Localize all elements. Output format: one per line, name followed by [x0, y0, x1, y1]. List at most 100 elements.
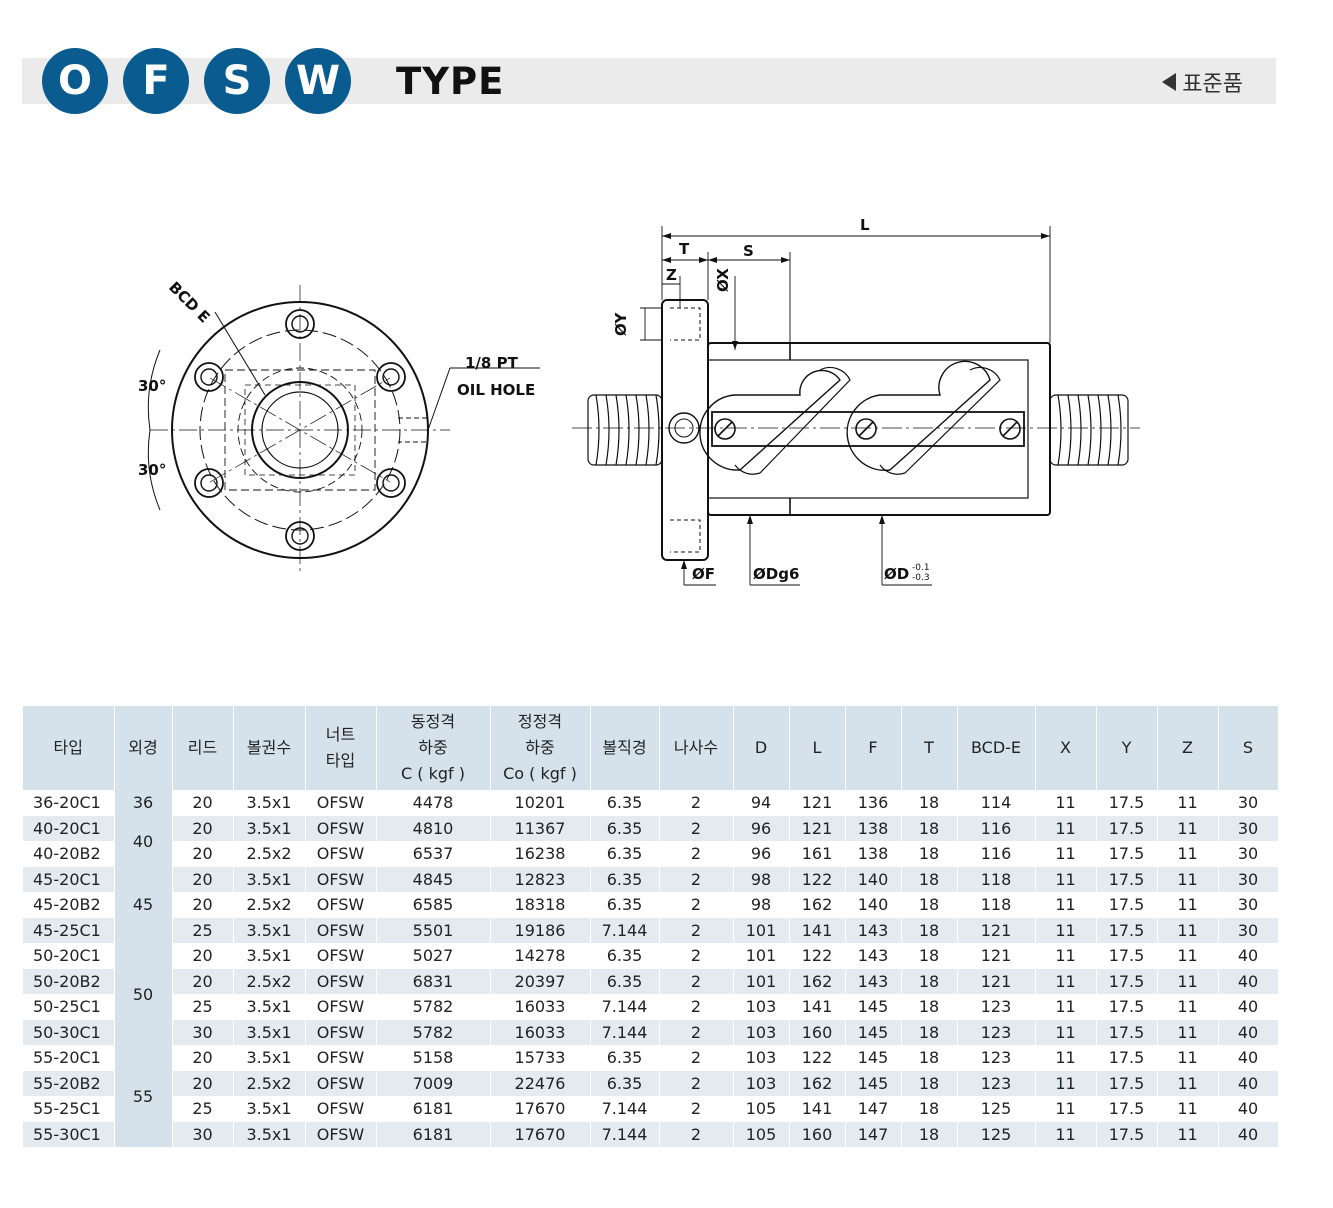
table-cell: 143 — [845, 968, 902, 994]
table-cell: 98 — [733, 892, 790, 918]
table-cell: 118 — [957, 866, 1036, 892]
table-cell: 11 — [1035, 815, 1097, 841]
table-cell: 45-20C1 — [23, 866, 115, 892]
table-cell: 11 — [1157, 892, 1219, 918]
table-cell: 96 — [733, 815, 790, 841]
table-cell: 2 — [659, 892, 734, 918]
oil-hole-label: OIL HOLE — [457, 381, 535, 399]
standard-product-link[interactable]: 표준품 — [1162, 66, 1243, 98]
table-cell: 18 — [901, 968, 958, 994]
table-cell: 20397 — [490, 968, 591, 994]
table-cell: 6.35 — [590, 943, 660, 969]
table-cell: 160 — [789, 1019, 846, 1045]
col-L: L — [789, 706, 846, 790]
table-cell: 105 — [733, 1121, 790, 1147]
table-cell: OFSW — [305, 892, 377, 918]
table-cell: 3.5x1 — [233, 1096, 306, 1122]
table-cell: 6831 — [376, 968, 491, 994]
dim-Z-label: Z — [666, 266, 677, 284]
table-cell: 116 — [957, 841, 1036, 867]
table-cell: 136 — [845, 790, 902, 816]
table-cell: 160 — [789, 1121, 846, 1147]
table-cell: 20 — [172, 892, 234, 918]
table-cell: 17.5 — [1096, 917, 1158, 943]
table-cell: 2.5x2 — [233, 1070, 306, 1096]
table-cell: 40 — [1218, 1121, 1279, 1147]
table-cell: OFSW — [305, 866, 377, 892]
col-dynamic-line2: 하중 — [418, 738, 448, 757]
table-cell: 123 — [957, 1045, 1036, 1071]
table-cell: OFSW — [305, 1070, 377, 1096]
table-cell: 40 — [1218, 943, 1279, 969]
dim-S-label: S — [743, 242, 754, 260]
table-cell: 2 — [659, 815, 734, 841]
table-cell: 25 — [172, 994, 234, 1020]
table-cell: 20 — [172, 841, 234, 867]
table-cell: 17.5 — [1096, 1019, 1158, 1045]
col-nut-type: 너트 타입 — [305, 706, 377, 790]
table-cell: 18 — [901, 790, 958, 816]
triangle-left-icon — [1162, 73, 1177, 91]
table-cell: 121 — [789, 815, 846, 841]
table-cell: 17.5 — [1096, 841, 1158, 867]
table-cell: 138 — [845, 815, 902, 841]
col-D: D — [733, 706, 790, 790]
dim-Y-label: ØY — [612, 312, 630, 336]
table-cell: 55-20C1 — [23, 1045, 115, 1071]
table-cell: 40-20B2 — [23, 841, 115, 867]
table-cell: 50-30C1 — [23, 1019, 115, 1045]
table-cell: 25 — [172, 917, 234, 943]
table-cell: 18 — [901, 1096, 958, 1122]
clamp-plate — [711, 411, 1025, 447]
table-cell: 2 — [659, 1121, 734, 1147]
table-cell: 30 — [1218, 892, 1279, 918]
col-F: F — [845, 706, 902, 790]
table-cell: 123 — [957, 1019, 1036, 1045]
table-header-row: 타입 외경 리드 볼권수 너트 타입 동정격 하중 C ( kgf ) 정정격 … — [23, 706, 1279, 790]
table-cell: 17.5 — [1096, 994, 1158, 1020]
table-cell: 145 — [845, 1019, 902, 1045]
table-cell: 40 — [1218, 1070, 1279, 1096]
table-cell: 2 — [659, 1019, 734, 1045]
table-cell: 7.144 — [590, 994, 660, 1020]
col-nut-type-line2: 타입 — [325, 751, 356, 770]
table-cell: 40 — [1218, 994, 1279, 1020]
table-cell: 121 — [957, 917, 1036, 943]
col-Z: Z — [1157, 706, 1219, 790]
table-cell: 161 — [789, 841, 846, 867]
table-cell: 40 — [1218, 1019, 1279, 1045]
table-cell: 145 — [845, 1045, 902, 1071]
table-cell: 40 — [1218, 968, 1279, 994]
table-cell: 3.5x1 — [233, 1121, 306, 1147]
col-X: X — [1035, 706, 1097, 790]
col-ball-dia: 볼직경 — [590, 706, 660, 790]
table-cell: 5782 — [376, 994, 491, 1020]
table-cell: 11 — [1157, 1070, 1219, 1096]
table-cell: 7.144 — [590, 917, 660, 943]
table-cell: 18 — [901, 866, 958, 892]
col-starts: 나사수 — [659, 706, 734, 790]
table-cell: 121 — [789, 790, 846, 816]
table-cell: 7009 — [376, 1070, 491, 1096]
table-cell: 11 — [1035, 1096, 1097, 1122]
table-cell: 22476 — [490, 1070, 591, 1096]
table-cell: 122 — [789, 866, 846, 892]
table-cell: 11 — [1157, 1019, 1219, 1045]
col-Y: Y — [1096, 706, 1158, 790]
table-cell: 17670 — [490, 1121, 591, 1147]
table-cell: 17.5 — [1096, 790, 1158, 816]
table-cell: 2 — [659, 841, 734, 867]
table-cell: 162 — [789, 968, 846, 994]
table-cell: 11 — [1157, 1121, 1219, 1147]
table-cell: 20 — [172, 790, 234, 816]
table-cell: 103 — [733, 1070, 790, 1096]
table-cell: OFSW — [305, 790, 377, 816]
table-cell: 17.5 — [1096, 866, 1158, 892]
table-cell: OFSW — [305, 1096, 377, 1122]
table-cell: 11 — [1035, 866, 1097, 892]
table-cell: 105 — [733, 1096, 790, 1122]
table-cell: 122 — [789, 943, 846, 969]
